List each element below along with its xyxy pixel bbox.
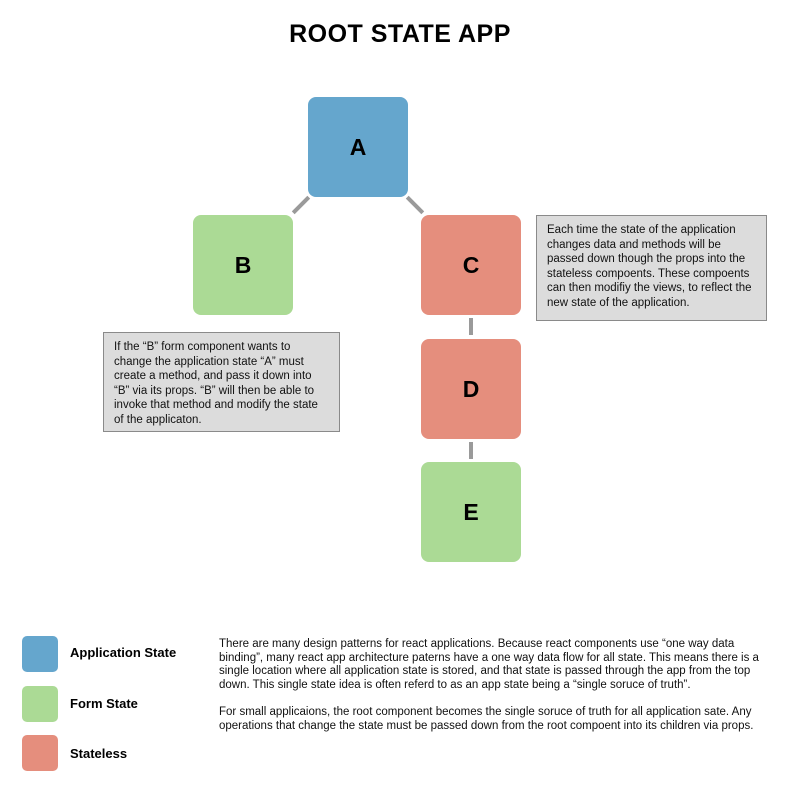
node-b-label: B — [234, 251, 252, 278]
connector-a-c — [405, 195, 425, 215]
node-d: D — [421, 339, 521, 439]
note-state-propagation: Each time the state of the application c… — [536, 215, 767, 321]
legend-swatch-form-state — [22, 686, 58, 722]
legend-swatch-stateless — [22, 735, 58, 771]
note-form-component: If the “B” form component wants to chang… — [103, 332, 340, 432]
node-e: E — [421, 462, 521, 562]
legend-label-form-state: Form State — [70, 696, 138, 711]
description-paragraph-2: For small applicaions, the root componen… — [219, 706, 754, 732]
description: There are many design patterns for react… — [219, 638, 767, 747]
node-c: C — [421, 215, 521, 315]
node-a-label: A — [349, 133, 367, 160]
node-a: A — [308, 97, 408, 197]
description-paragraph-1: There are many design patterns for react… — [219, 638, 759, 691]
legend-swatch-application-state — [22, 636, 58, 672]
connector-a-b — [291, 195, 311, 215]
connector-c-d — [469, 318, 473, 335]
page-title: ROOT STATE APP — [289, 20, 511, 48]
legend-label-application-state: Application State — [70, 645, 177, 660]
node-d-label: D — [462, 375, 480, 402]
node-e-label: E — [463, 498, 479, 525]
connector-d-e — [469, 442, 473, 459]
node-b: B — [193, 215, 293, 315]
node-c-label: C — [462, 251, 480, 278]
legend-label-stateless: Stateless — [70, 746, 128, 761]
